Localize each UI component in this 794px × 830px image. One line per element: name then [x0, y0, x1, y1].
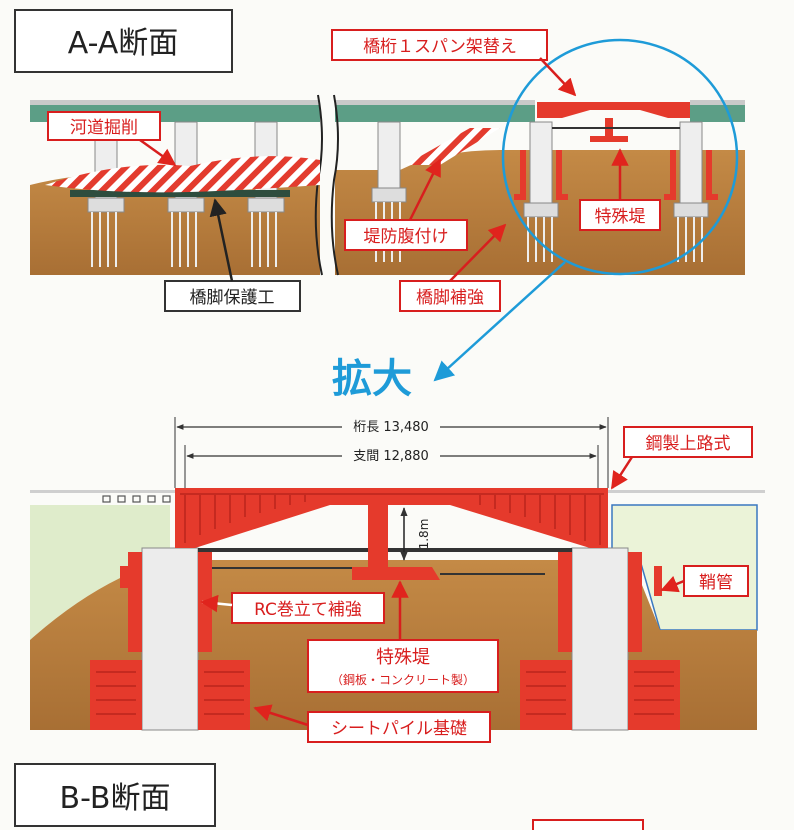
- girder-length-label: 桁長 13,480: [353, 420, 429, 435]
- arrow-pier-protection: [209, 198, 234, 282]
- callout-partial-bottom: [532, 819, 644, 830]
- deck-rail-right: [335, 100, 535, 105]
- callout-girder-replace: [331, 29, 548, 61]
- steel-plate-line: [212, 567, 545, 575]
- callout-sheet-pile: [307, 711, 491, 743]
- arrow-embankment: [408, 158, 442, 221]
- section-aa: A-A断面: [14, 9, 745, 402]
- pier-right: [571, 547, 629, 731]
- embankment-left: [30, 505, 170, 640]
- callout-sleeve-pipe: [683, 565, 749, 597]
- callout-excavation-text: 河道掘削: [70, 118, 138, 138]
- sheet-pile-lines: [96, 671, 674, 715]
- callout-sleeve-pipe-text: 鞘管: [699, 573, 733, 593]
- pier-protection-plate: [70, 190, 290, 197]
- clearance-text: 1.8m: [417, 519, 431, 550]
- callout-girder-replace-text: 橋桁１スパン架替え: [363, 37, 517, 57]
- arrow-rc-wrap: [200, 594, 233, 613]
- enlarged-detail: 1.8m 桁長 13,480 支間 12,880 鋼製上路式 鞘管 RC巻立て補…: [30, 417, 765, 743]
- arrow-pier-reinforce: [449, 223, 507, 282]
- callout-rc-wrap-text: RC巻立て補強: [254, 600, 362, 620]
- embankment-widening: [405, 128, 500, 165]
- deck-far-right: [690, 104, 745, 122]
- callout-pier-protection: [164, 280, 301, 312]
- callout-excavation: [47, 111, 161, 141]
- deck-rail-far-right: [690, 100, 745, 105]
- dimension-extension-lines-inner: [184, 445, 599, 488]
- callout-embankment: [344, 219, 468, 251]
- callout-steel-deck: [623, 426, 753, 458]
- girder-stiffeners: [180, 493, 604, 545]
- callout-pier-protection-text: 橋脚保護工: [190, 288, 275, 308]
- break-line-2: [330, 94, 339, 276]
- sleeve-pipe-left: [120, 566, 128, 588]
- pier-left: [141, 547, 199, 731]
- zoom-arrow: [433, 261, 566, 382]
- callout-special-levee: [307, 639, 499, 693]
- deck-rail-left: [30, 100, 320, 105]
- callout-steel-deck-text: 鋼製上路式: [646, 434, 731, 454]
- callout-pier-reinforce-text: 橋脚補強: [416, 288, 484, 308]
- zoom-circle: [501, 38, 739, 276]
- callout-sheet-pile-text: シートパイル基礎: [331, 719, 467, 739]
- section-bb-title-box: [14, 763, 216, 827]
- replacement-girder: [537, 102, 690, 118]
- arrow-sleeve-pipe: [660, 575, 685, 593]
- section-bb-title: B-B断面: [60, 781, 171, 816]
- special-levee-column: [368, 505, 388, 567]
- callout-special-levee-text: 特殊堤: [376, 647, 430, 668]
- steel-deck-girder: [175, 488, 608, 548]
- callout-special-levee-top-text: 特殊堤: [595, 207, 646, 227]
- callout-rc-wrap: [231, 592, 385, 624]
- sleeve-pipe-right: [654, 566, 662, 596]
- pier-jackets: [128, 552, 642, 652]
- zoom-label: 拡大: [332, 356, 412, 402]
- special-levee-base: [352, 567, 440, 580]
- section-aa-title-box: [14, 9, 233, 73]
- rail-marks: [102, 495, 171, 503]
- arrow-excavation: [139, 138, 177, 167]
- arrow-steel-deck: [610, 456, 634, 490]
- span-label-bg: [342, 447, 440, 463]
- arrow-sheet-pile: [253, 704, 309, 727]
- callout-special-levee-note: （鋼板・コンクリート製）: [331, 673, 475, 687]
- special-levee-top: [590, 136, 628, 142]
- arrow-girder-replace: [539, 57, 577, 97]
- deck-right: [335, 104, 535, 122]
- excavation-area: [45, 156, 320, 193]
- callout-embankment-text: 堤防腹付け: [364, 227, 449, 247]
- section-aa-title: A-A断面: [68, 26, 179, 61]
- section-bb: B-B断面: [14, 763, 644, 830]
- span-label: 支間 12,880: [353, 449, 429, 464]
- girder-length-label-bg: [342, 418, 440, 434]
- callout-special-levee-top: [579, 199, 661, 231]
- dimension-extension-lines: [174, 417, 609, 488]
